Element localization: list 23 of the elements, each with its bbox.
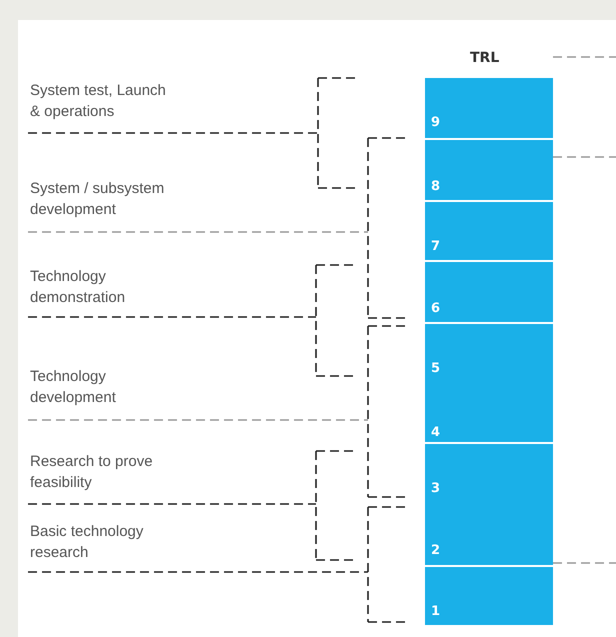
level-bar-segment	[425, 442, 553, 565]
level-number: 7	[431, 240, 440, 254]
level-bar-segment	[425, 260, 553, 322]
level-number: 5	[431, 362, 440, 376]
level-number: 4	[431, 426, 440, 440]
level-number: 3	[431, 482, 440, 496]
phase-label: System / subsystem development	[30, 179, 166, 220]
level-bar-segment	[425, 78, 553, 138]
level-number: 8	[431, 180, 440, 194]
level-bar-segment	[425, 322, 553, 442]
level-number: 2	[431, 544, 440, 558]
level-number: 1	[431, 605, 440, 619]
level-number: 6	[431, 302, 440, 316]
phase-label: System test, Launch & operations	[30, 81, 167, 122]
level-bar-segment	[425, 200, 553, 260]
phase-label: Basic technology research	[30, 522, 144, 563]
level-number: 9	[431, 116, 440, 130]
level-bar-segment	[425, 565, 553, 625]
phase-label: Technology development	[30, 367, 117, 408]
level-bar-segment	[425, 138, 553, 200]
column-heading: TRL	[470, 50, 500, 66]
phase-label: Technology demonstration	[30, 267, 126, 308]
phase-label: Research to prove feasibility	[30, 452, 154, 493]
